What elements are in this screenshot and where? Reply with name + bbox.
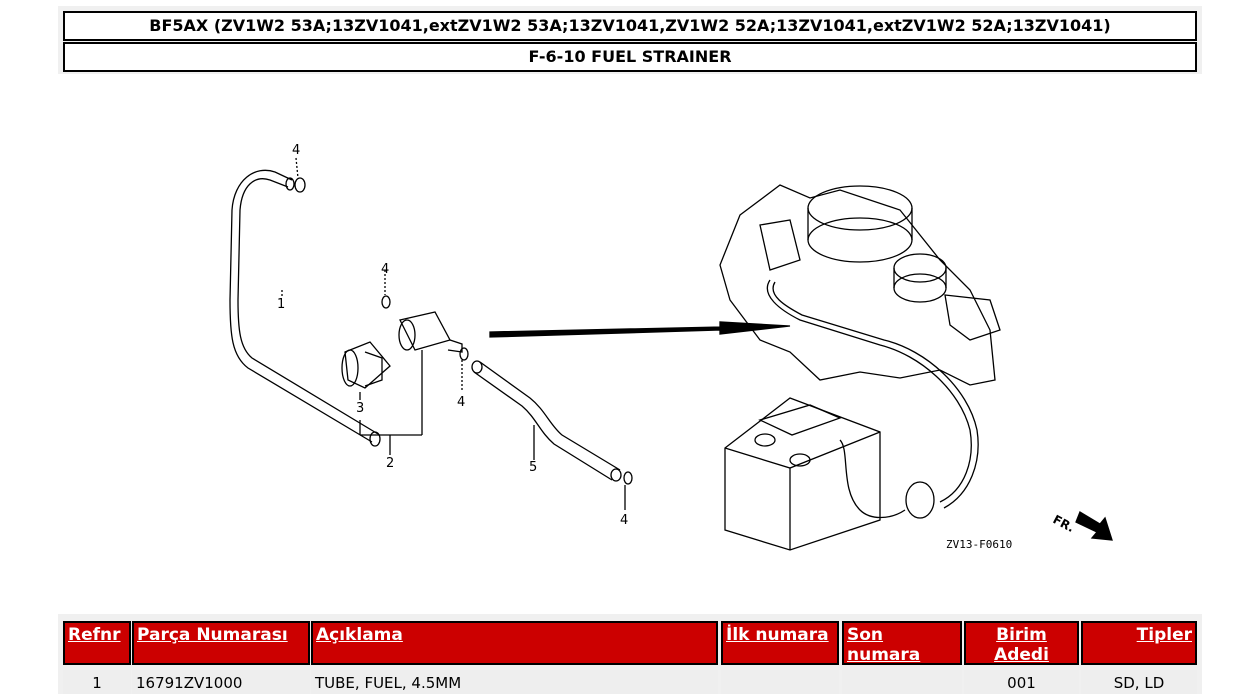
callout-4: 4 bbox=[381, 262, 389, 277]
section-title: F-6-10 FUEL STRAINER bbox=[63, 42, 1197, 72]
parts-table: Refnr Parça Numarası Açıklama İlk numara… bbox=[58, 614, 1202, 694]
col-header-types[interactable]: Tipler bbox=[1081, 621, 1197, 665]
drawing-code: ZV13-F0610 bbox=[946, 538, 1012, 551]
col-header-part-number[interactable]: Parça Numarası bbox=[132, 621, 310, 665]
row-description: TUBE, FUEL, 4.5MM bbox=[311, 670, 718, 694]
col-header-refnr[interactable]: Refnr bbox=[63, 621, 131, 665]
parts-diagram: 4 1 4 3 2 4 5 4 ZV13-F0610 FR. bbox=[229, 143, 1113, 551]
row-first-number bbox=[721, 670, 839, 694]
header-panel: BF5AX (ZV1W2 53A;13ZV1041,extZV1W2 53A;1… bbox=[58, 6, 1202, 74]
row-refnr: 1 bbox=[63, 670, 131, 694]
callout-1: 1 bbox=[277, 297, 285, 312]
callout-3: 3 bbox=[356, 401, 364, 416]
callout-5: 5 bbox=[529, 460, 537, 475]
callout-4: 4 bbox=[620, 513, 628, 528]
direction-label: FR. bbox=[1051, 512, 1077, 535]
callout-4: 4 bbox=[457, 395, 465, 410]
col-header-quantity[interactable]: Birim Adedi bbox=[964, 621, 1079, 665]
row-last-number bbox=[842, 670, 962, 694]
tube-1-part bbox=[231, 174, 378, 460]
callout-4: 4 bbox=[292, 143, 300, 158]
model-line: BF5AX (ZV1W2 53A;13ZV1041,extZV1W2 53A;1… bbox=[63, 11, 1197, 41]
row-part-number: 16791ZV1000 bbox=[132, 670, 310, 694]
row-quantity: 001 bbox=[964, 670, 1079, 694]
callout-2: 2 bbox=[386, 456, 394, 471]
col-header-description[interactable]: Açıklama bbox=[311, 621, 718, 665]
col-header-first-number[interactable]: İlk numara bbox=[721, 621, 839, 665]
row-types: SD, LD bbox=[1081, 670, 1197, 694]
col-header-last-number[interactable]: Son numara bbox=[842, 621, 962, 665]
